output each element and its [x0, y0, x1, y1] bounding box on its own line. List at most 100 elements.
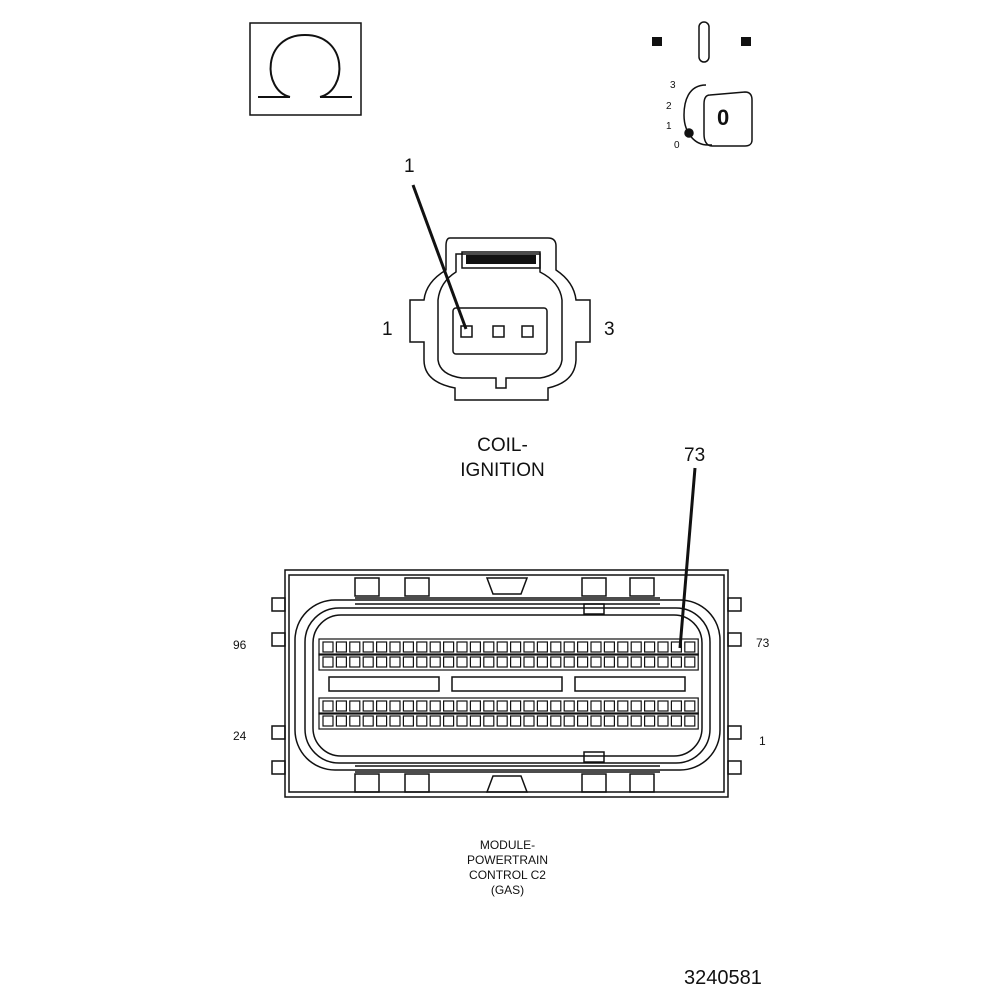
pcm-pin-cavity	[443, 715, 455, 727]
pcm-pin-cavity	[429, 656, 441, 668]
pcm-connector-shape	[271, 569, 742, 798]
pcm-pin-cavity	[617, 656, 629, 668]
pcm-pin-cavity	[576, 656, 589, 668]
pcm-pin-96-label: 96	[233, 638, 247, 652]
pcm-pin-cavity	[510, 641, 522, 653]
key-position-1: 1	[666, 121, 672, 132]
pcm-pin-grid	[318, 638, 699, 730]
pcm-pin-cavity	[536, 715, 549, 727]
coil-callout-label: 1	[404, 156, 415, 177]
coil-connector-shape	[409, 237, 591, 401]
pcm-pin-cavity	[402, 641, 414, 653]
pcm-pin-cavity	[536, 656, 549, 668]
pcm-pin-cavity	[429, 641, 441, 653]
pcm-pin-cavity	[576, 700, 589, 712]
pcm-pin-cavity	[322, 715, 334, 727]
pcm-pin-cavity	[617, 715, 629, 727]
pcm-pin-cavity	[523, 641, 535, 653]
ohmmeter-box	[249, 22, 362, 116]
pcm-pin-cavity	[523, 715, 535, 727]
coil-pin-left-label: 1	[382, 319, 393, 340]
pcm-pin-cavity	[456, 715, 468, 727]
pcm-pin-cavity	[443, 641, 455, 653]
pcm-pin-cavity	[590, 656, 602, 668]
key-position-3: 3	[670, 80, 676, 91]
pcm-pin-cavity	[657, 715, 669, 727]
pcm-callout-label: 73	[684, 445, 706, 466]
pcm-pin-cavity	[536, 641, 549, 653]
ignition-switch-icon	[652, 21, 753, 147]
pcm-pin-cavity	[362, 700, 374, 712]
pcm-pin-cavity	[684, 656, 696, 668]
pcm-pin-cavity	[389, 641, 401, 653]
pcm-pin-cavity	[563, 641, 575, 653]
pcm-pin-cavity	[670, 656, 683, 668]
pcm-pin-cavity	[389, 715, 401, 727]
pcm-caption-line1: MODULE-	[479, 838, 536, 852]
ohm-icon	[258, 33, 352, 98]
pcm-pin-cavity	[550, 641, 562, 653]
coil-pin-right-label: 3	[604, 319, 615, 340]
pcm-pin-cavity	[684, 715, 696, 727]
pcm-pin-cavity	[617, 700, 629, 712]
pcm-pin-cavity	[496, 641, 508, 653]
pcm-pin-1-label: 1	[759, 734, 766, 748]
pcm-pin-cavity	[603, 656, 616, 668]
pcm-pin-cavity	[657, 700, 669, 712]
pin-row-frame	[318, 712, 699, 730]
pcm-pin-cavity	[456, 700, 468, 712]
pcm-pin-cavity	[469, 715, 481, 727]
pcm-pin-cavity	[322, 656, 334, 668]
pcm-pin-cavity	[416, 715, 428, 727]
pcm-pin-cavity	[362, 641, 374, 653]
pcm-pin-cavity	[510, 656, 522, 668]
pcm-pin-cavity	[335, 700, 347, 712]
pcm-pin-cavity	[469, 700, 481, 712]
pcm-pin-cavity	[630, 641, 642, 653]
pin-row-frame	[318, 697, 699, 715]
pcm-pin-cavity	[603, 641, 616, 653]
pcm-pin-cavity	[670, 715, 683, 727]
pcm-pin-cavity	[469, 656, 481, 668]
pcm-pin-cavity	[402, 700, 414, 712]
pcm-pin-cavity	[657, 656, 669, 668]
pcm-pin-cavity	[349, 641, 361, 653]
pcm-pin-cavity	[670, 700, 683, 712]
pcm-pin-cavity	[576, 715, 589, 727]
pcm-pin-cavity	[684, 700, 696, 712]
pcm-pin-cavity	[376, 656, 388, 668]
pcm-pin-cavity	[563, 715, 575, 727]
pcm-pin-cavity	[402, 656, 414, 668]
pcm-pin-cavity	[536, 700, 549, 712]
pcm-pin-cavity	[603, 715, 616, 727]
pcm-pin-cavity	[510, 700, 522, 712]
pcm-pin-cavity	[496, 715, 508, 727]
pcm-pin-cavity	[563, 656, 575, 668]
pcm-pin-cavity	[643, 641, 656, 653]
coil-title: COIL- IGNITION	[440, 433, 565, 483]
pcm-pin-cavity	[590, 641, 602, 653]
pcm-pin-cavity	[643, 656, 656, 668]
key-label: 0	[717, 105, 730, 130]
pcm-pin-cavity	[389, 656, 401, 668]
pcm-pin-cavity	[483, 700, 495, 712]
pcm-pin-cavity	[643, 715, 656, 727]
pcm-pin-cavity	[443, 700, 455, 712]
pcm-caption-line4: (GAS)	[490, 883, 525, 897]
pcm-pin-cavity	[496, 656, 508, 668]
pcm-pin-cavity	[322, 700, 334, 712]
key-position-2: 2	[666, 101, 672, 112]
pcm-pin-cavity	[643, 700, 656, 712]
pcm-pin-cavity	[456, 656, 468, 668]
pcm-pin-cavity	[429, 700, 441, 712]
pcm-caption: MODULE- POWERTRAIN CONTROL C2 (GAS)	[440, 838, 575, 898]
coil-title-line1: COIL-	[477, 435, 528, 456]
pcm-pin-cavity	[322, 641, 334, 653]
pcm-pin-cavity	[657, 641, 669, 653]
pcm-pin-cavity	[349, 700, 361, 712]
pcm-pin-cavity	[563, 700, 575, 712]
pcm-pin-24-label: 24	[233, 729, 247, 743]
pcm-pin-cavity	[630, 700, 642, 712]
pcm-caption-line2: POWERTRAIN	[466, 853, 549, 867]
